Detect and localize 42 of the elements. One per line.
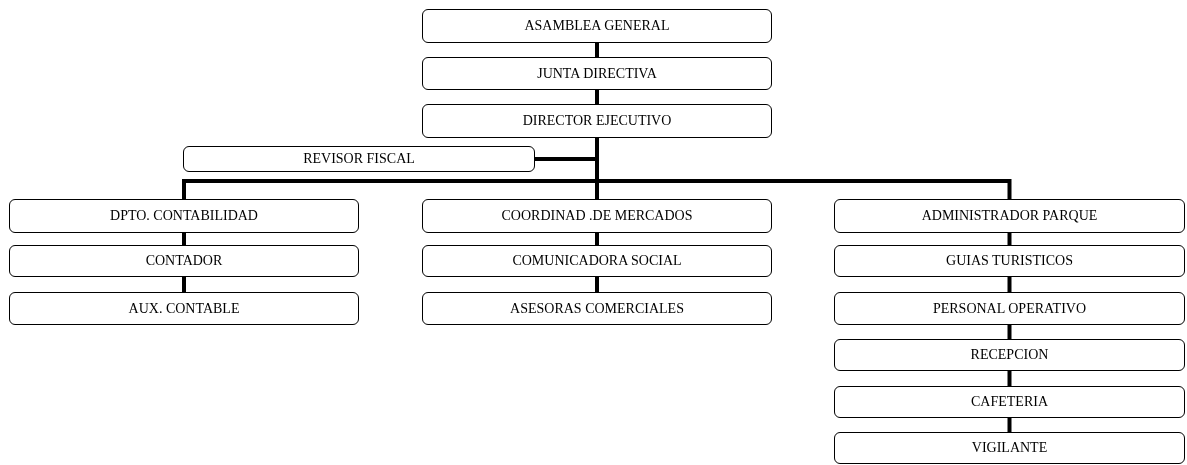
- box-label: COORDINAD .DE MERCADOS: [501, 208, 693, 224]
- box-label: ASESORAS COMERCIALES: [510, 300, 684, 317]
- org-box: [422, 245, 772, 277]
- box-label: DIRECTOR EJECUTIVO: [522, 113, 672, 129]
- box-label: DPTO. CONTABILIDAD: [110, 208, 258, 224]
- connector-line: [182, 277, 186, 292]
- org-box: [422, 199, 772, 233]
- org-box: [183, 146, 535, 172]
- connector-line: [595, 90, 599, 104]
- org-box: [422, 292, 772, 325]
- box-label: PERSONAL OPERATIVO: [932, 300, 1087, 317]
- connector-line: [595, 233, 599, 245]
- box-label: RECEPCION: [970, 347, 1049, 363]
- org-box: [834, 245, 1185, 277]
- box-label: CAFETERIA: [971, 394, 1048, 410]
- connector-line: [1007, 277, 1012, 292]
- org-box: [9, 292, 359, 325]
- connector-line: [1007, 371, 1012, 386]
- box-label: GUIAS TURISTICOS: [946, 253, 1073, 269]
- connector-line: [1007, 233, 1012, 245]
- box-label: ASAMBLEA GENERAL: [524, 18, 670, 34]
- org-box: [9, 199, 359, 233]
- org-box: [9, 245, 359, 277]
- org-box: [834, 432, 1185, 464]
- box-label: VIGILANTE: [971, 440, 1048, 456]
- connector-line: [1007, 325, 1012, 339]
- org-box: [422, 9, 772, 43]
- org-box: [834, 339, 1185, 371]
- org-box: [834, 292, 1185, 325]
- box-label: ADMINISTRADOR PARQUE: [921, 208, 1098, 224]
- box-label: REVISOR FISCAL: [303, 151, 415, 167]
- connector-line: [182, 233, 186, 245]
- box-label: JUNTA DIRECTIVA: [537, 65, 657, 82]
- box-label: CONTADOR: [145, 253, 223, 269]
- org-box: [422, 104, 772, 138]
- connector-line: [595, 43, 599, 57]
- org-box: [834, 199, 1185, 233]
- connector-line: [595, 277, 599, 292]
- box-label: AUX. CONTABLE: [128, 300, 240, 317]
- org-box: [422, 57, 772, 90]
- box-label: COMUNICADORA SOCIAL: [512, 253, 682, 269]
- org-box: [834, 386, 1185, 418]
